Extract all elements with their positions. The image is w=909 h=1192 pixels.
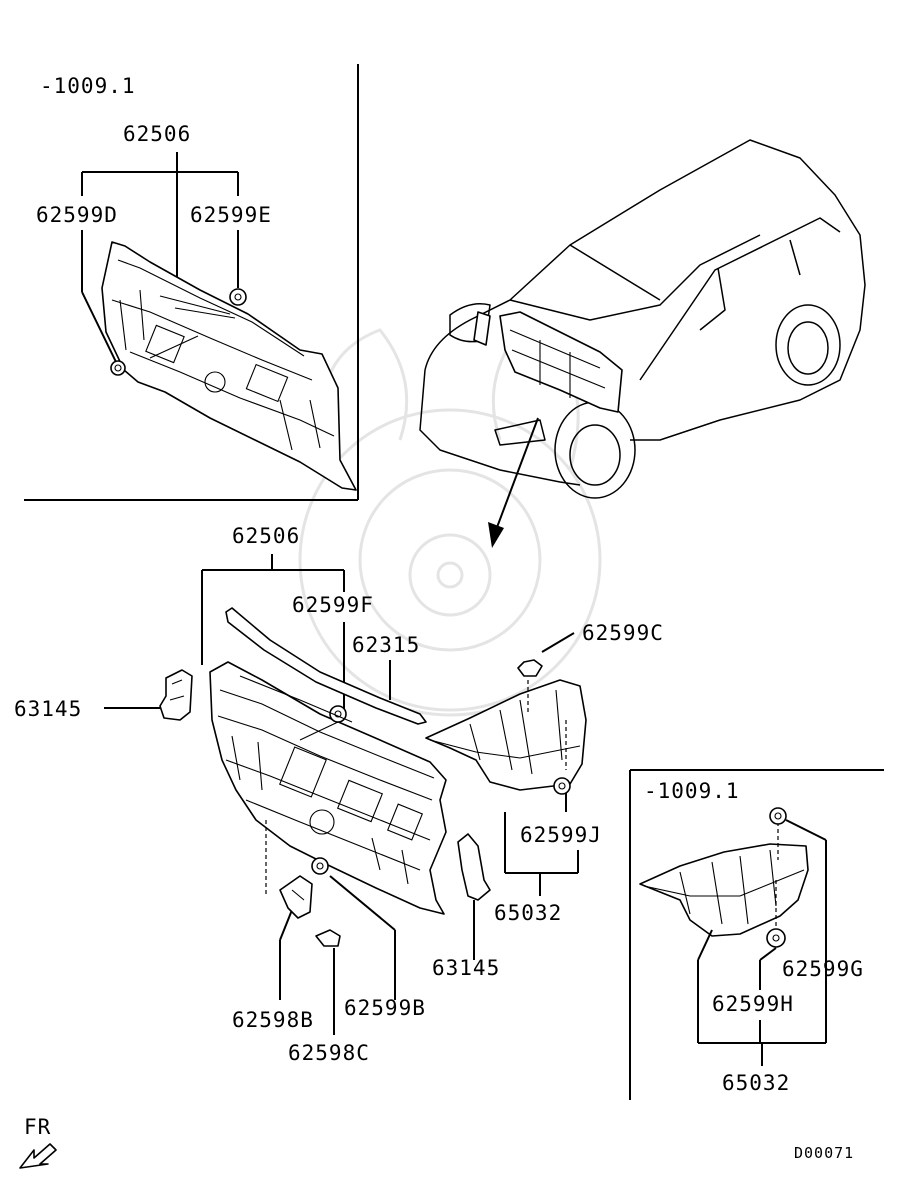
side-brace-left-drawing: [159, 669, 193, 721]
inset-top-leader-lines: [81, 152, 239, 363]
front-direction-arrow-icon: [19, 1143, 57, 1169]
vehicle-callout-arrow: [488, 417, 539, 548]
diagram-id-label: D00071: [794, 1144, 854, 1162]
bracket-62598C-drawing: [315, 929, 341, 947]
part-62599B-label: 62599B: [344, 996, 426, 1020]
main-group-label: 62506: [232, 524, 300, 548]
inset-top-right-label: 62599E: [190, 203, 272, 227]
inset-top-left-label: 62599D: [36, 203, 118, 227]
part-62599J-label: 62599J: [520, 823, 602, 847]
bracket-62598B-drawing: [279, 875, 313, 919]
vehicle-outline: [419, 139, 866, 499]
inset-dash-panel-drawing: [101, 241, 357, 491]
side-brace-right-drawing: [457, 833, 491, 901]
inset-bottom-date-label: -1009.1: [644, 779, 740, 803]
clip-62599B-drawing: [311, 857, 329, 875]
inset-top-group-label: 62506: [123, 122, 191, 146]
weatherstrip-drawing: [225, 607, 427, 725]
part-62598C-label: 62598C: [288, 1041, 370, 1065]
part-62599F-label: 62599F: [292, 593, 374, 617]
inset-bottom-leader-lines: [697, 819, 827, 1066]
inset-bottom-group-label: 65032: [722, 1071, 790, 1095]
main-dash-panel-drawing: [209, 661, 447, 915]
main-leader-lines: [104, 554, 579, 1035]
part-62315-label: 62315: [352, 633, 420, 657]
part-63145-bottom-label: 63145: [432, 956, 500, 980]
part-62598B-label: 62598B: [232, 1008, 314, 1032]
duct-main-drawing: [425, 659, 587, 795]
part-63145-left-label: 63145: [14, 697, 82, 721]
fr-label: FR: [24, 1115, 51, 1139]
inset-bottom-frame: [629, 769, 884, 1100]
inset-top-date-label: -1009.1: [40, 74, 136, 98]
inset-top-frame: [24, 64, 359, 501]
part-62599G-label: 62599G: [782, 957, 864, 981]
part-65032-label: 65032: [494, 901, 562, 925]
part-62599H-label: 62599H: [712, 992, 794, 1016]
inset-duct-drawing: [639, 807, 809, 948]
part-62599C-label: 62599C: [582, 621, 664, 645]
